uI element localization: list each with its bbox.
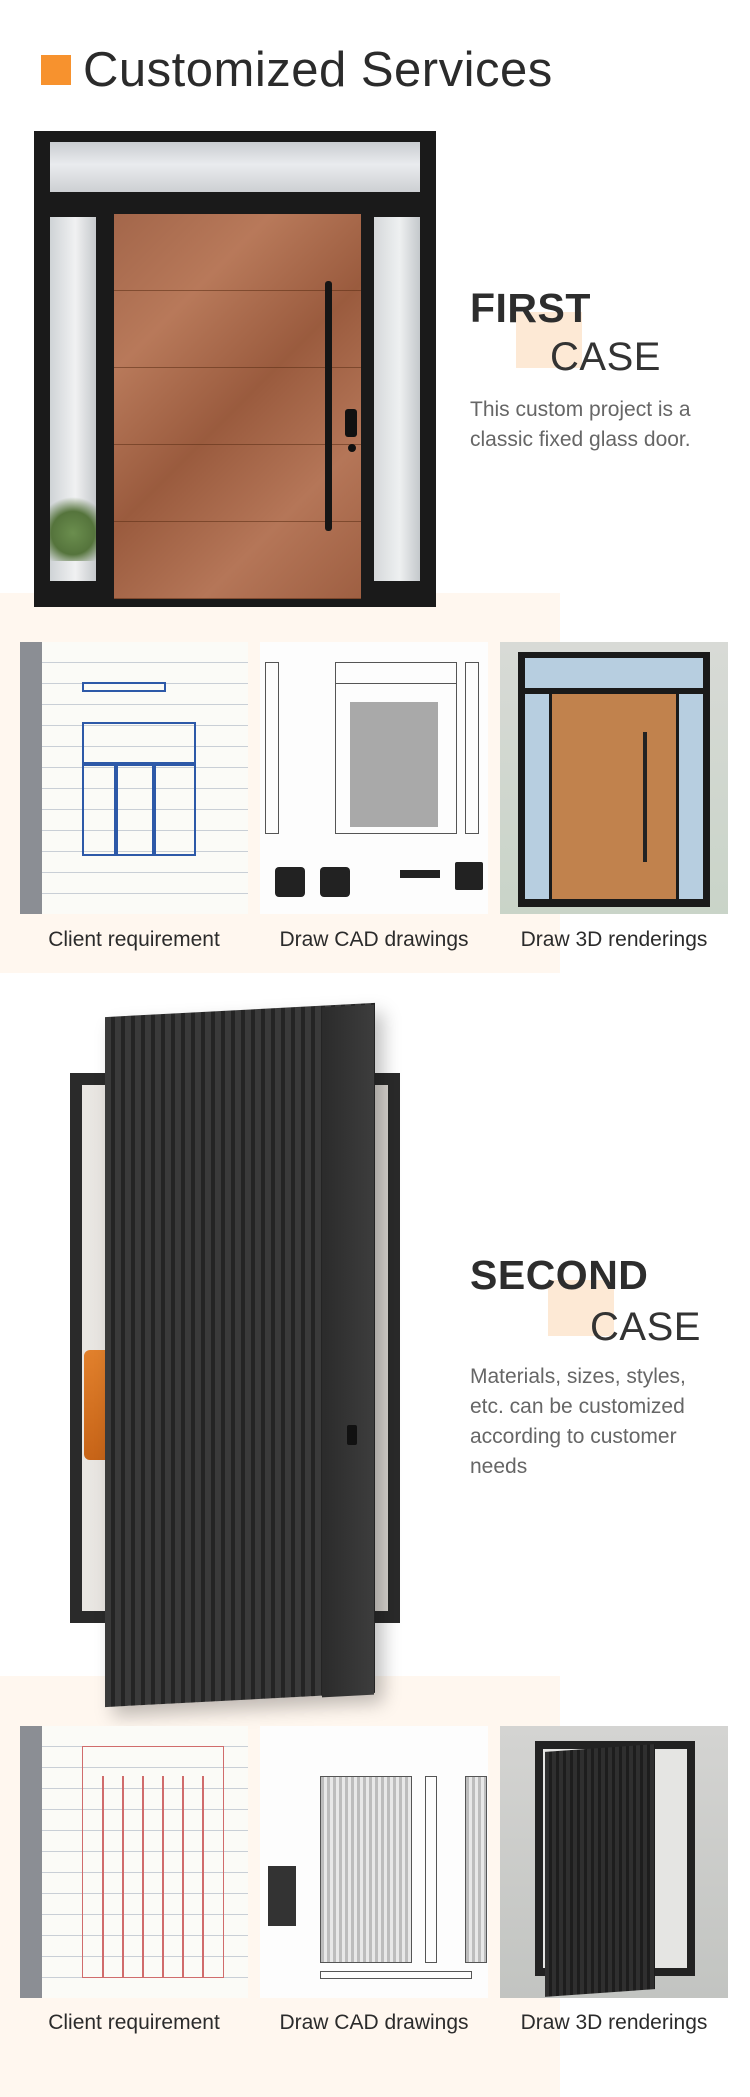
case-description: This custom project is a classic fixed g…: [470, 398, 691, 451]
step-caption: Client requirement: [48, 928, 220, 951]
step-caption: Client requirement: [48, 2011, 220, 2034]
side-glass-right: [374, 217, 420, 581]
case-accent-block: [548, 1280, 614, 1336]
case-heading-case: CASE: [590, 1305, 701, 1349]
glass-door-image: [34, 131, 436, 607]
title-accent-square: [41, 55, 71, 85]
smart-lock: [347, 1425, 357, 1445]
page-title: Customized Services: [83, 43, 553, 97]
plant-decor: [50, 491, 96, 561]
smart-lock: [345, 409, 357, 437]
cad-drawing-image: [260, 1726, 488, 1998]
step-caption: Draw CAD drawings: [279, 928, 469, 951]
step-caption: Draw 3D renderings: [520, 928, 708, 951]
step-caption: Draw CAD drawings: [279, 2011, 469, 2034]
case-heading-case: CASE: [550, 335, 661, 379]
case-accent-block: [516, 312, 582, 368]
case-description: Materials, sizes, styles, etc. can be cu…: [470, 1365, 686, 1478]
pivot-door-edge: [322, 1004, 374, 1698]
door-knob: [348, 444, 356, 452]
client-requirement-image: [20, 1726, 248, 1998]
wood-door-leaf: [114, 214, 361, 599]
3d-rendering-image: [500, 642, 728, 914]
client-requirement-image: [20, 642, 248, 914]
step-caption: Draw 3D renderings: [520, 2011, 708, 2034]
3d-rendering-image: [500, 1726, 728, 1998]
transom-glass: [50, 142, 420, 192]
case-heading-first: FIRST: [470, 285, 591, 331]
cad-drawing-image: [260, 642, 488, 914]
door-handle: [325, 281, 332, 531]
case-heading-second: SECOND: [470, 1252, 649, 1298]
